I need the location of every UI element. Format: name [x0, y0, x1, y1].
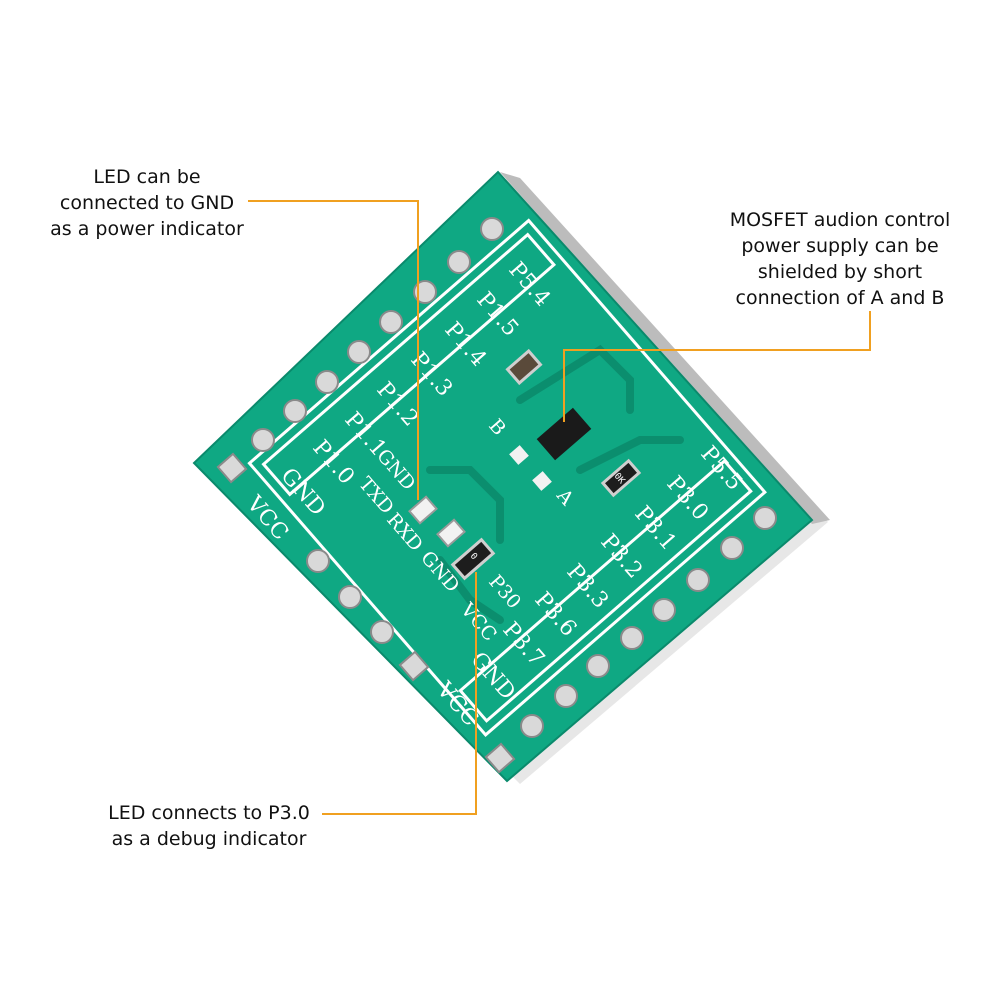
mosfet-chip — [536, 407, 592, 461]
callout-mosfet-line2: power supply can be — [741, 235, 939, 257]
trace-2 — [516, 344, 634, 414]
components — [408, 348, 642, 581]
pad — [306, 549, 330, 573]
square-pad-bottom — [484, 742, 516, 774]
square-pad-left — [398, 650, 430, 682]
trace-3 — [576, 436, 684, 474]
leader-power-led — [248, 200, 419, 500]
silk-frame-top-header — [261, 232, 557, 497]
pad — [283, 399, 307, 423]
header-pads-top — [216, 217, 504, 484]
callout-power-led: LED can be connected to GND as a power i… — [42, 164, 252, 242]
callout-debug-led-line2: as a debug indicator — [111, 828, 307, 850]
leader-mosfet — [563, 311, 871, 422]
pad — [370, 620, 394, 644]
led-debug-pad — [436, 518, 466, 548]
resistor-right — [600, 458, 642, 498]
header-pins-edge — [500, 172, 830, 524]
pad — [753, 506, 777, 530]
callout-lines — [248, 200, 871, 815]
pad — [338, 585, 362, 609]
pad — [315, 370, 339, 394]
callout-mosfet-line1: MOSFET audion control — [729, 209, 951, 231]
pad — [480, 217, 504, 241]
leader-debug-led — [322, 572, 477, 815]
callout-mosfet-line4: connection of A and B — [735, 287, 945, 309]
pad — [379, 310, 403, 334]
led-power — [408, 495, 438, 525]
header-pads-bottom — [484, 506, 777, 774]
pad — [554, 684, 578, 708]
pad — [620, 626, 644, 650]
pad — [347, 340, 371, 364]
pcb-body — [192, 170, 814, 783]
callout-power-led-line2: connected to GND — [59, 192, 235, 214]
pad — [686, 568, 710, 592]
resistor-debug — [450, 537, 496, 581]
silk-frame-bottom-header — [458, 458, 753, 723]
pcb-board — [192, 170, 814, 783]
trace-1 — [426, 466, 504, 544]
capacitor-top — [505, 348, 543, 386]
pad — [720, 536, 744, 560]
pad — [447, 250, 471, 274]
pad — [652, 598, 676, 622]
pad — [251, 428, 275, 452]
callout-power-led-line3: as a power indicator — [50, 218, 244, 240]
pad — [413, 280, 437, 304]
callout-power-led-line1: LED can be — [93, 166, 201, 188]
silk-frame-outer — [247, 218, 767, 738]
callout-mosfet: MOSFET audion control power supply can b… — [712, 207, 968, 311]
jumper-pad-a — [532, 471, 552, 491]
resistor-debug-mark: 0 — [468, 551, 479, 562]
square-pad-top — [216, 452, 248, 484]
callout-debug-led: LED connects to P3.0 as a debug indicato… — [96, 800, 322, 852]
header-pads-left — [306, 549, 430, 682]
pad — [520, 714, 544, 738]
trace-4 — [436, 556, 504, 624]
pad — [586, 654, 610, 678]
callout-debug-led-line1: LED connects to P3.0 — [108, 802, 310, 824]
callout-mosfet-line3: shielded by short — [757, 261, 923, 283]
jumper-pad-b — [509, 445, 529, 465]
